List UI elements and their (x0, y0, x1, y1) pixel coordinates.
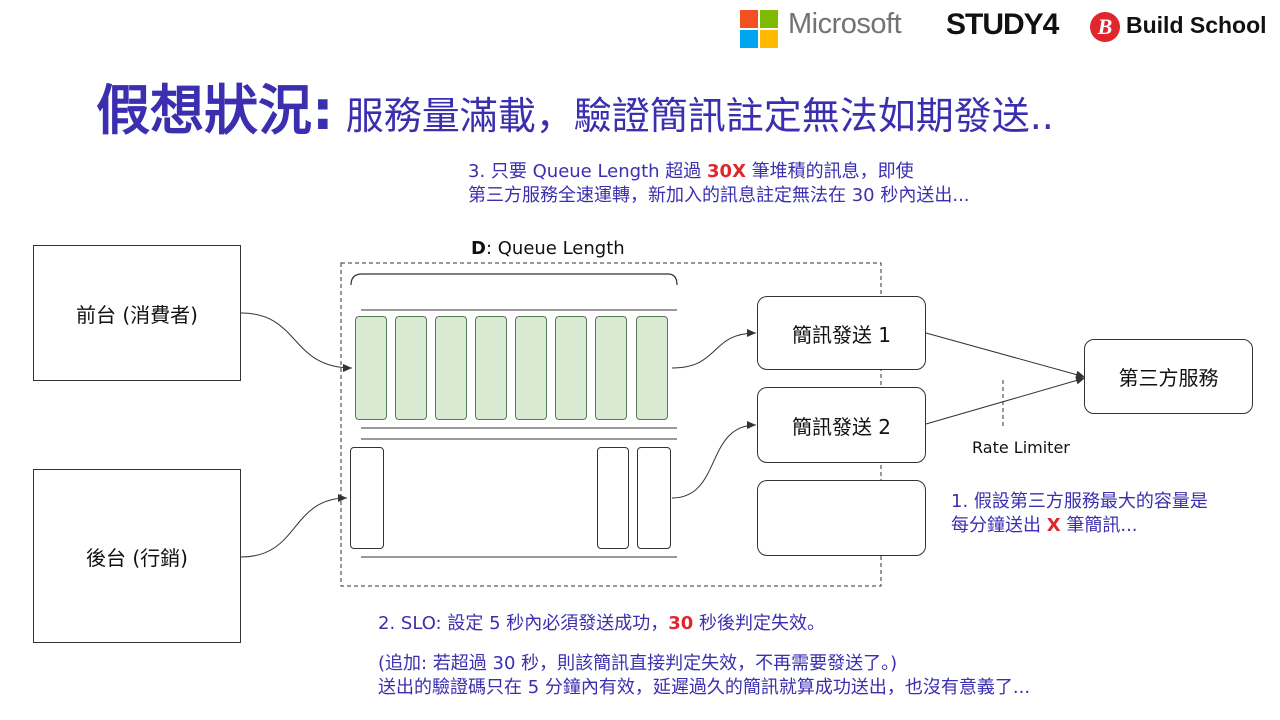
third-party-service-box: 第三方服務 (1084, 339, 1253, 414)
note2-line1-post: 秒後判定失效。 (693, 613, 826, 634)
note3-line2: 第三方服務全速運轉，新加入的訊息註定無法在 30 秒內送出... (468, 185, 970, 206)
back-stage-box: 後台 (行銷) (33, 469, 241, 643)
note3-line1-post: 筆堆積的訊息，即使 (745, 161, 914, 182)
queue-message-cell (475, 316, 507, 420)
queue-message-cell (515, 316, 547, 420)
slide-title: 假想狀況: 服務量滿載，驗證簡訊註定無法如期發送.. (96, 66, 1054, 145)
back-stage-label: 後台 (行銷) (86, 545, 188, 570)
queue-message-cell (555, 316, 587, 420)
note-queue-length: 3. 只要 Queue Length 超過 30X 筆堆積的訊息，即使 第三方服… (468, 160, 970, 208)
microsoft-logo: Microsoft (788, 8, 902, 40)
sms-sender-2-box: 簡訊發送 2 (757, 387, 926, 463)
queue-length-label: D: Queue Length (471, 238, 625, 259)
sms-sender-2-label: 簡訊發送 2 (791, 414, 892, 439)
queue-message-cell (435, 316, 467, 420)
note2-line2: (追加: 若超過 30 秒，則該簡訊直接判定失效，不再需要發送了。) (378, 653, 898, 674)
rate-limiter-label: Rate Limiter (972, 438, 1070, 457)
front-stage-label: 前台 (消費者) (76, 302, 198, 327)
note-slo: 2. SLO: 設定 5 秒內必須發送成功，30 秒後判定失效。 (追加: 若超… (378, 612, 1030, 700)
microsoft-logo-icon (740, 10, 778, 48)
sms2-to-third-arrow (925, 376, 1086, 425)
note1-line2-post: 筆簡訊... (1060, 515, 1138, 536)
study4-logo: STUDY4 (946, 8, 1059, 41)
queue-message-cell (355, 316, 387, 420)
queue-message-cell (636, 316, 668, 420)
queue-message-cell (595, 316, 627, 420)
title-sub: 服務量滿載，驗證簡訊註定無法如期發送.. (333, 94, 1054, 138)
note-capacity: 1. 假設第三方服務最大的容量是 每分鐘送出 X 筆簡訊... (951, 490, 1208, 538)
sms-sender-1-box: 簡訊發送 1 (757, 296, 926, 370)
front-stage-box: 前台 (消費者) (33, 245, 241, 381)
queue-to-sms1-arrow (671, 329, 757, 369)
front-to-queue-arrow (240, 312, 353, 372)
note2-highlight: 30 (668, 613, 694, 634)
sms-sender-1-label: 簡訊發送 1 (791, 322, 892, 347)
note2-line3: 送出的驗證碼只在 5 分鐘內有效，延遲過久的簡訊就算成功送出，也沒有意義了... (378, 677, 1031, 698)
queue-to-sms2-arrow (671, 421, 757, 499)
queue-message-cell (637, 447, 671, 549)
sms1-to-third-arrow (925, 332, 1086, 379)
note1-line2-pre: 每分鐘送出 (951, 515, 1047, 536)
note3-line1-pre: 3. 只要 Queue Length 超過 (468, 161, 708, 182)
queue-label-bold: D (471, 238, 486, 259)
buildschool-logo: Build School (1126, 12, 1267, 38)
title-main: 假想狀況: (96, 79, 334, 142)
note2-line1-pre: 2. SLO: 設定 5 秒內必須發送成功， (378, 613, 669, 634)
queue-label-rest: : Queue Length (485, 238, 625, 259)
sms-sender-empty-box (757, 480, 926, 556)
note1-highlight: X (1046, 515, 1061, 536)
note1-line1: 1. 假設第三方服務最大的容量是 (951, 491, 1208, 512)
third-party-service-label: 第三方服務 (1118, 366, 1219, 390)
back-to-queue-arrow (240, 494, 348, 558)
queue-length-brace (350, 273, 678, 286)
note3-highlight: 30X (707, 161, 746, 182)
queue-message-cell (395, 316, 427, 420)
buildschool-icon: B (1090, 12, 1120, 42)
queue-message-cell (597, 447, 629, 549)
queue-message-cell (350, 447, 384, 549)
